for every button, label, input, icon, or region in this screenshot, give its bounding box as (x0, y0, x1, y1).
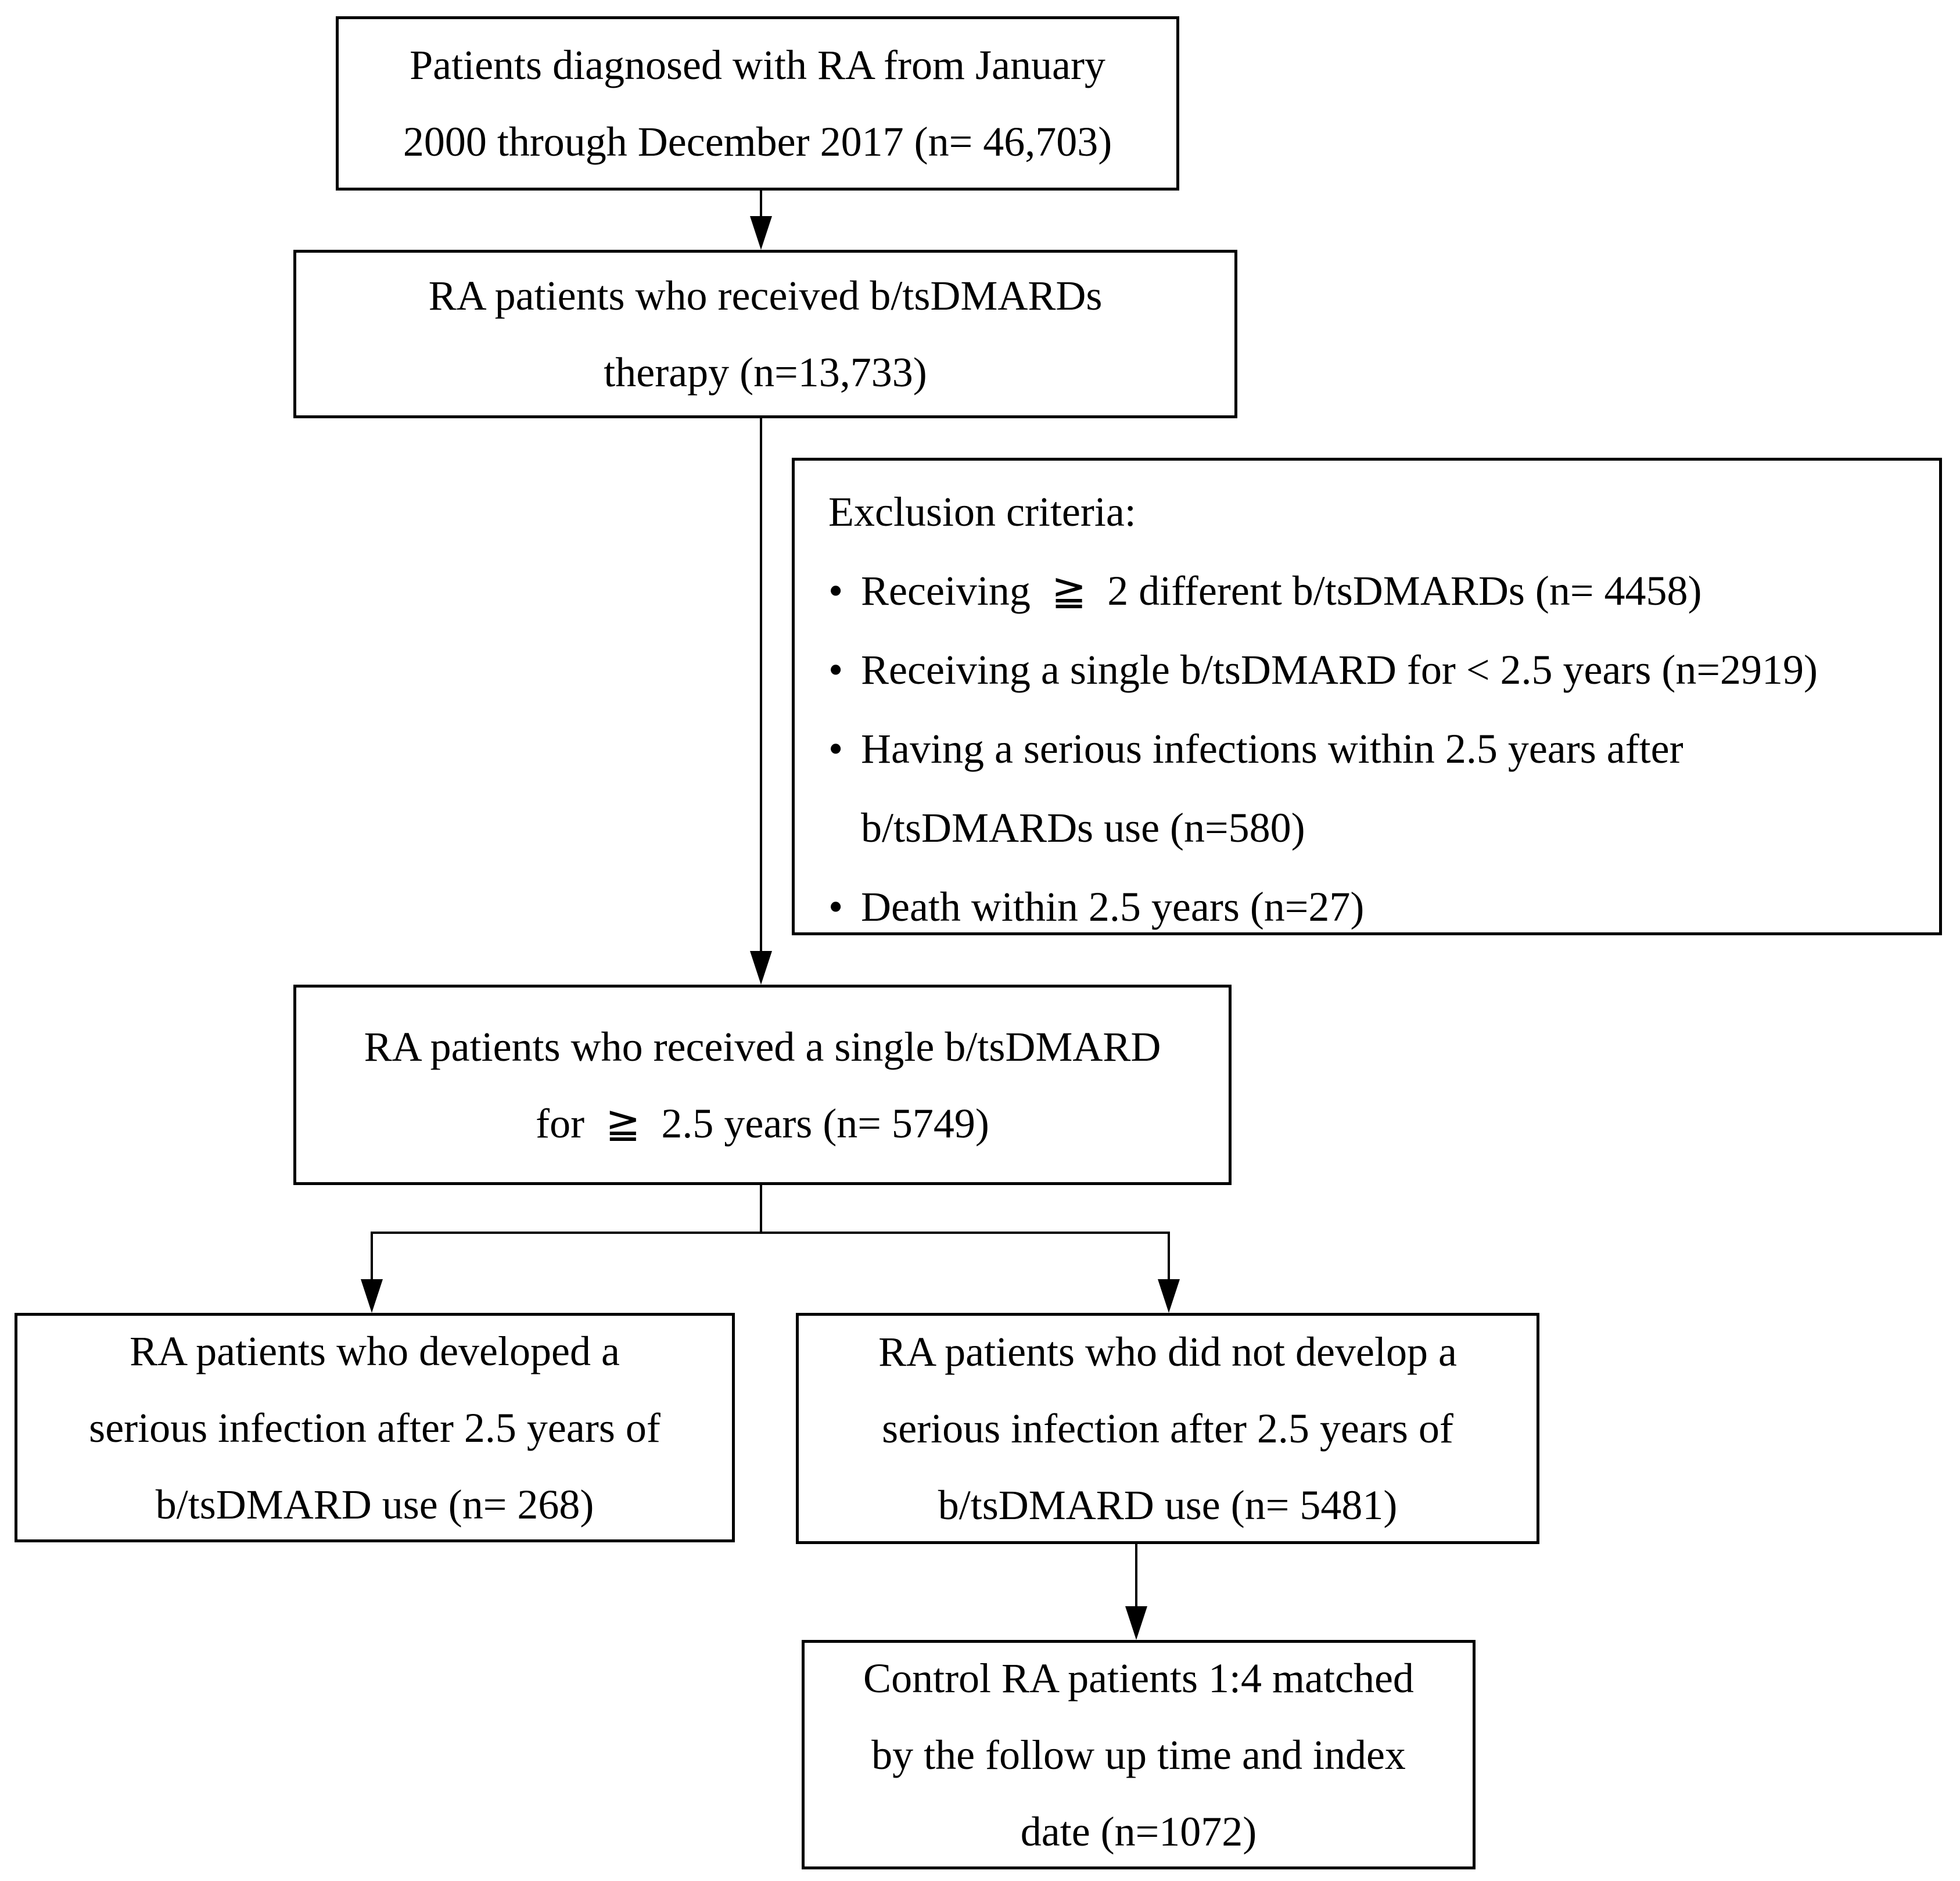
box-text-line: Control RA patients 1:4 matched (863, 1654, 1414, 1701)
box-text-line: 2000 through December 2017 (n= 46,703) (403, 119, 1112, 165)
box-text-line: b/tsDMARD use (n= 268) (155, 1481, 594, 1528)
exclusion-title: Exclusion criteria: (828, 489, 1136, 535)
box-text-line: b/tsDMARD use (n= 5481) (938, 1482, 1398, 1528)
connector-split-stem-line (760, 1185, 762, 1234)
bullet-icon: • (828, 568, 843, 614)
connector-therapy-to-single-line (760, 418, 762, 952)
box-text-line: by the follow up time and index (871, 1731, 1406, 1778)
bullet-text: Having a serious infections within 2.5 y… (861, 709, 1683, 867)
bullet-text-line: Receiving ≧ 2 different b/tsDMARDs (n= 4… (861, 568, 1702, 614)
exclusion-bullet-item: • Receiving ≧ 2 different b/tsDMARDs (n=… (828, 551, 1907, 630)
box-control-matched: Control RA patients 1:4 matched by the f… (802, 1640, 1476, 1869)
exclusion-bullet-item: • Receiving a single b/tsDMARD for < 2.5… (828, 630, 1907, 709)
bullet-text-line: Having a serious infections within 2.5 y… (861, 726, 1683, 772)
box-text-line: therapy (n=13,733) (604, 349, 927, 396)
bullet-text-line: Receiving a single b/tsDMARD for < 2.5 y… (861, 647, 1818, 693)
bullet-text: Receiving ≧ 2 different b/tsDMARDs (n= 4… (861, 551, 1701, 630)
exclusion-bullet-item: • Having a serious infections within 2.5… (828, 709, 1907, 867)
arrowhead-down-icon (361, 1279, 383, 1313)
bullet-text-line: Death within 2.5 years (n=27) (861, 884, 1365, 930)
connector-right-drop-line (1168, 1232, 1170, 1280)
box-text-line: serious infection after 2.5 years of (882, 1405, 1453, 1452)
bullet-icon: • (828, 647, 843, 693)
bullet-icon: • (828, 884, 843, 930)
connector-noinfection-to-control-line (1135, 1544, 1137, 1606)
bullet-text: Death within 2.5 years (n=27) (861, 867, 1364, 946)
bullet-text: Receiving a single b/tsDMARD for < 2.5 y… (861, 630, 1818, 709)
box-btsdmards-therapy: RA patients who received b/tsDMARDs ther… (293, 250, 1237, 418)
connector-split-horizontal-line (371, 1232, 1170, 1234)
box-exclusion-criteria: Exclusion criteria: • Receiving ≧ 2 diff… (792, 458, 1942, 935)
box-text-line: RA patients who developed a (130, 1327, 620, 1374)
arrowhead-down-icon (750, 951, 772, 985)
exclusion-bullet-item: • Death within 2.5 years (n=27) (828, 867, 1907, 946)
box-text-line: date (n=1072) (1020, 1808, 1257, 1855)
connector-diagnosed-to-therapy-line (760, 191, 762, 217)
arrowhead-down-icon (1158, 1279, 1180, 1313)
box-text-line: Patients diagnosed with RA from January (410, 42, 1105, 88)
bullet-icon: • (828, 726, 843, 772)
box-serious-infection: RA patients who developed a serious infe… (15, 1313, 735, 1542)
box-text-line: for ≧ 2.5 years (n= 5749) (536, 1100, 989, 1147)
arrowhead-down-icon (1125, 1606, 1147, 1640)
box-text-line: serious infection after 2.5 years of (89, 1404, 660, 1451)
bullet-text-line: b/tsDMARDs use (n=580) (861, 805, 1305, 851)
box-text-line: RA patients who received b/tsDMARDs (428, 272, 1103, 319)
box-text-line: RA patients who received a single b/tsDM… (364, 1023, 1161, 1070)
connector-left-drop-line (371, 1232, 373, 1280)
box-text-line: RA patients who did not develop a (878, 1329, 1457, 1375)
box-ra-diagnosed: Patients diagnosed with RA from January … (336, 16, 1179, 191)
arrowhead-down-icon (750, 216, 772, 250)
box-single-btsdmard: RA patients who received a single b/tsDM… (293, 985, 1232, 1185)
box-no-serious-infection: RA patients who did not develop a seriou… (796, 1313, 1539, 1544)
